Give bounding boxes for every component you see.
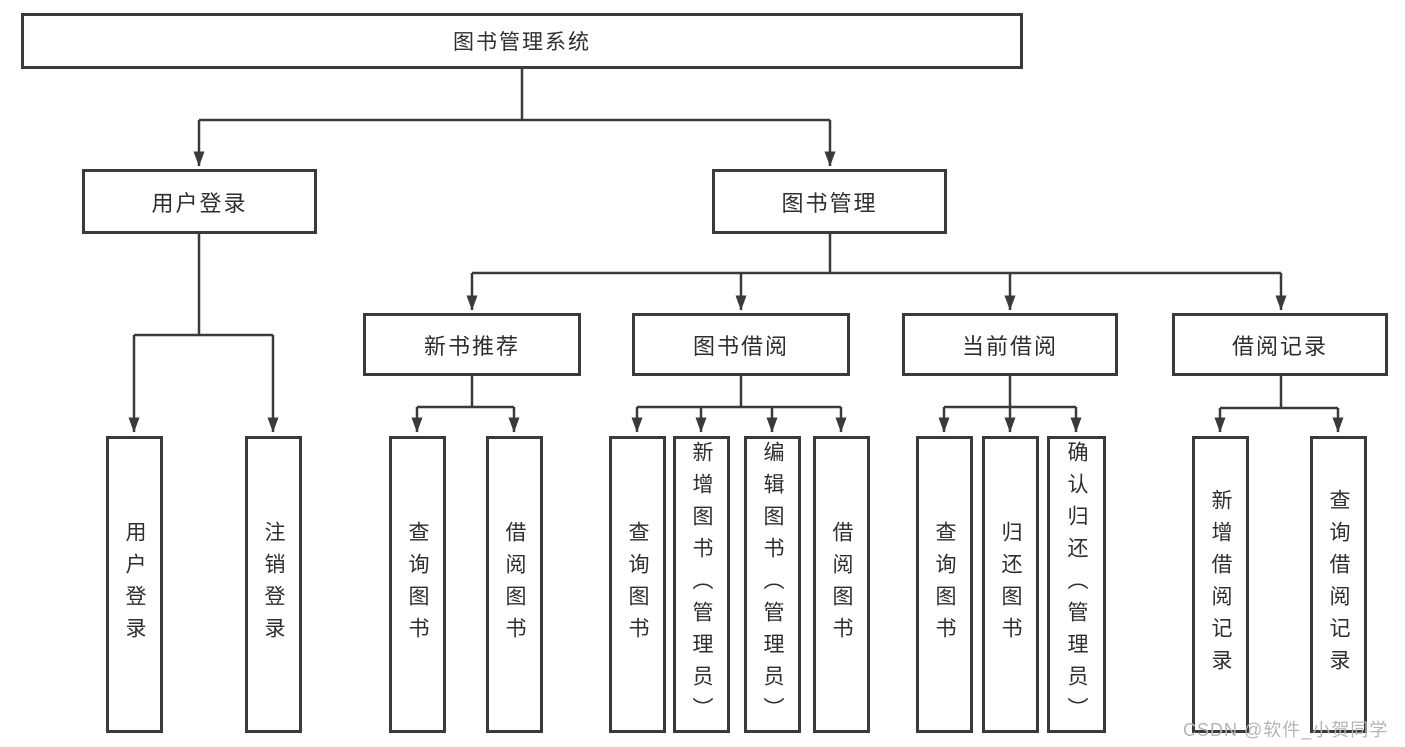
node-label: 查询图书: [406, 520, 429, 649]
node-borrow-records: 借阅记录: [1172, 313, 1388, 376]
node-label: 注销登录: [262, 520, 285, 649]
node-label: 图书管理系统: [453, 31, 591, 54]
leaf-add-book-admin: 新增图书（管理员）: [673, 436, 730, 733]
leaf-add-borrow-record: 新增借阅记录: [1192, 436, 1249, 733]
leaf-borrow-books-borrowing: 借阅图书: [813, 436, 870, 733]
node-label: 借阅图书: [503, 520, 526, 649]
node-label: 借阅记录: [1231, 333, 1328, 359]
leaf-confirm-return-admin: 确认归还（管理员）: [1047, 436, 1106, 733]
node-label: 编辑图书（管理员）: [761, 440, 784, 729]
leaf-query-books-recommend: 查询图书: [389, 436, 446, 733]
connector-borrow-records-branch: [1214, 376, 1344, 433]
node-label: 用户登录: [123, 520, 146, 649]
node-label: 查询图书: [626, 520, 649, 649]
connector-user-login-branch: [128, 234, 279, 433]
node-label: 查询图书: [933, 520, 956, 649]
node-label: 用户登录: [151, 190, 248, 216]
node-label: 查询借阅记录: [1327, 488, 1350, 681]
node-label: 新增图书（管理员）: [690, 440, 713, 729]
node-book-management: 图书管理: [712, 169, 947, 234]
node-label: 归还图书: [999, 520, 1022, 649]
node-label: 新书推荐: [423, 333, 520, 359]
node-label: 新增借阅记录: [1209, 488, 1232, 681]
node-library-management-system: 图书管理系统: [21, 13, 1023, 69]
node-label: 图书管理: [781, 190, 878, 216]
leaf-query-books-current: 查询图书: [916, 436, 973, 733]
node-label: 当前借阅: [961, 333, 1058, 359]
node-new-book-recommendation: 新书推荐: [363, 313, 581, 376]
connector-book-borrowing-branch: [631, 376, 847, 433]
csdn-watermark: CSDN @软件_小贺同学: [1183, 720, 1389, 740]
leaf-user-login: 用户登录: [106, 436, 163, 733]
node-user-login: 用户登录: [82, 169, 317, 234]
connector-current-borrowing-branch: [938, 376, 1082, 433]
node-label: 图书借阅: [692, 333, 789, 359]
leaf-logout: 注销登录: [245, 436, 302, 733]
node-book-borrowing: 图书借阅: [632, 313, 850, 376]
connector-new-book-branch: [411, 376, 520, 433]
node-label: 确认归还（管理员）: [1065, 440, 1088, 729]
leaf-borrow-books-recommend: 借阅图书: [486, 436, 543, 733]
leaf-edit-book-admin: 编辑图书（管理员）: [744, 436, 801, 733]
leaf-query-books-borrowing: 查询图书: [609, 436, 666, 733]
leaf-return-books: 归还图书: [982, 436, 1039, 733]
node-current-borrowing: 当前借阅: [902, 313, 1118, 376]
node-label: 借阅图书: [830, 520, 853, 649]
connector-root-branch: [193, 69, 836, 167]
leaf-query-borrow-record: 查询借阅记录: [1310, 436, 1367, 733]
connector-book-management-branch: [466, 234, 1287, 311]
